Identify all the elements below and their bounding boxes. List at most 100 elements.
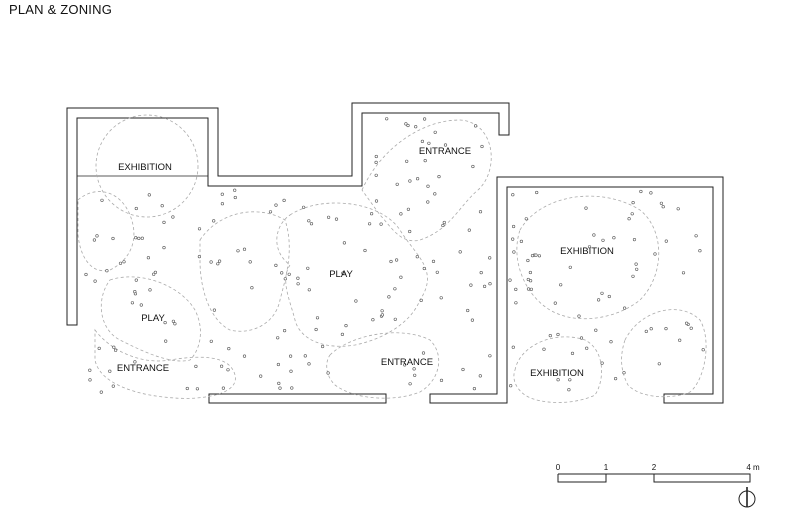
- column-dot: [314, 327, 318, 332]
- column-dot: [139, 303, 143, 307]
- column-dot: [423, 159, 427, 163]
- column-dot: [399, 212, 403, 216]
- zone-exhibition-left: [95, 114, 199, 218]
- column-dot: [344, 324, 348, 328]
- column-dot: [137, 236, 141, 240]
- scale-tick-0: 0: [556, 463, 561, 472]
- column-dot: [596, 298, 601, 302]
- column-dot: [395, 182, 399, 186]
- column-dot: [415, 255, 419, 259]
- column-dot: [649, 191, 653, 195]
- page-title: PLAN & ZONING: [9, 2, 113, 17]
- column-dot: [334, 217, 339, 221]
- column-dot: [676, 207, 680, 211]
- column-dot: [439, 296, 443, 300]
- column-dot: [528, 270, 533, 275]
- column-dot: [634, 262, 638, 266]
- column-dot: [567, 388, 571, 392]
- column-dot: [212, 308, 216, 312]
- column-dot: [408, 382, 412, 386]
- column-dot: [441, 223, 445, 228]
- column-dot: [467, 228, 471, 232]
- column-dot: [371, 318, 375, 322]
- column-dot: [653, 252, 657, 256]
- column-dot: [694, 234, 698, 238]
- column-dot: [368, 222, 372, 226]
- column-dot: [630, 212, 634, 216]
- column-dot: [472, 387, 477, 391]
- column-dot: [242, 354, 247, 358]
- column-dot: [340, 332, 345, 337]
- column-dot: [511, 193, 515, 197]
- label-exhibition-left: EXHIBITION: [118, 162, 172, 173]
- label-exhibition-right-top: EXHIBITION: [560, 246, 614, 257]
- column-dot: [342, 241, 347, 245]
- column-dot: [283, 277, 287, 281]
- zone-play-left: [101, 276, 201, 362]
- column-dot: [437, 175, 441, 179]
- column-dot: [519, 239, 524, 243]
- column-dot: [197, 227, 202, 231]
- column-dots: [84, 117, 705, 394]
- column-dot: [524, 217, 528, 221]
- column-dot: [657, 362, 661, 366]
- column-dot: [442, 220, 446, 225]
- column-dot: [380, 313, 385, 317]
- column-dot: [220, 202, 224, 206]
- column-dot: [553, 301, 557, 305]
- zone-exhibition-right-bottom: [513, 336, 602, 403]
- column-dot: [529, 287, 534, 291]
- column-dot: [416, 177, 420, 181]
- column-dot: [162, 220, 166, 224]
- scale-tick-4: 4 m: [746, 463, 760, 472]
- column-dot: [220, 192, 224, 196]
- walls: [66, 102, 724, 404]
- column-dot: [326, 371, 330, 375]
- column-dot: [537, 254, 542, 258]
- column-dot: [570, 351, 575, 356]
- zone-entrance-left: [94, 328, 236, 399]
- column-dot: [511, 237, 515, 241]
- column-dot: [276, 362, 281, 367]
- column-dot: [307, 288, 311, 292]
- column-dot: [302, 205, 306, 209]
- column-dot: [185, 386, 189, 391]
- column-dot: [321, 344, 325, 349]
- column-dot: [426, 200, 430, 204]
- column-dot: [632, 238, 637, 242]
- column-dot: [399, 275, 403, 279]
- column-dot: [601, 238, 605, 242]
- column-dot: [512, 250, 516, 254]
- column-dot: [548, 334, 552, 338]
- column-dot: [395, 258, 399, 262]
- column-dot: [374, 154, 378, 159]
- column-dot: [212, 219, 216, 223]
- column-dot: [622, 371, 626, 375]
- column-dot: [99, 390, 103, 394]
- zone-right-edge: [621, 309, 707, 398]
- column-dot: [387, 295, 391, 299]
- column-dot: [354, 299, 358, 303]
- column-dot: [534, 253, 538, 257]
- column-dot: [427, 141, 431, 145]
- column-dot: [514, 287, 518, 292]
- column-dot: [130, 301, 134, 305]
- column-dot: [134, 278, 138, 282]
- column-dot: [631, 201, 635, 205]
- column-dot: [622, 306, 627, 310]
- column-dot: [370, 212, 374, 216]
- north-arrow-icon: [738, 487, 756, 508]
- column-dot: [280, 271, 284, 275]
- column-dot: [248, 260, 252, 264]
- column-dot: [389, 259, 393, 264]
- column-dot: [526, 258, 530, 263]
- column-dot: [600, 361, 604, 365]
- column-dot: [268, 210, 273, 214]
- column-dot: [88, 378, 92, 382]
- column-dot: [309, 222, 314, 226]
- column-dot: [584, 206, 588, 210]
- column-dot: [274, 203, 278, 207]
- column-dot: [405, 159, 409, 163]
- label-entrance-bottom: ENTRANCE: [381, 357, 433, 368]
- column-dot: [684, 321, 689, 325]
